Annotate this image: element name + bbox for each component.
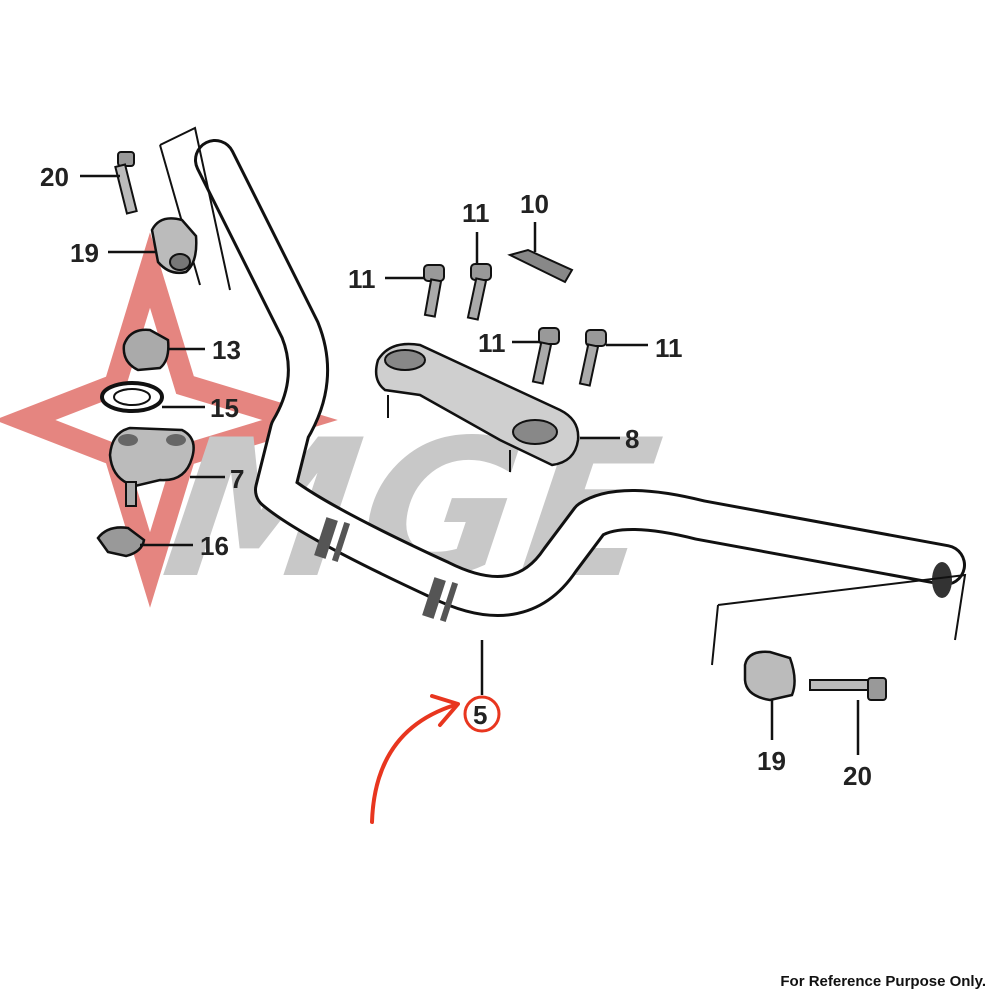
highlighted-part-marker: 5 bbox=[370, 694, 501, 824]
part-label-20-left: 20 bbox=[40, 162, 69, 192]
bolt-icon bbox=[423, 264, 445, 318]
cushion-icon bbox=[96, 526, 146, 558]
end-bolt-icon bbox=[114, 151, 138, 215]
lower-holder-icon bbox=[108, 426, 195, 507]
part-label-13: 13 bbox=[212, 335, 241, 365]
part-label-5: 5 bbox=[473, 700, 487, 730]
part-label-11-d: 11 bbox=[655, 333, 683, 363]
part-label-11-a: 11 bbox=[348, 264, 376, 294]
part-labels: 20 19 13 15 7 16 11 11 10 11 11 8 19 20 bbox=[40, 162, 872, 791]
bar-end-weight-icon bbox=[150, 217, 198, 275]
pipe-end-icon bbox=[932, 562, 952, 598]
watermark-star-icon bbox=[0, 232, 338, 608]
part-label-10: 10 bbox=[520, 189, 549, 219]
part-label-16: 16 bbox=[200, 531, 229, 561]
part-label-8: 8 bbox=[625, 424, 639, 454]
part-label-19-right: 19 bbox=[757, 746, 786, 776]
highlight-circle-icon bbox=[463, 695, 501, 733]
bolt-icon bbox=[466, 263, 492, 321]
handlebar-pipe bbox=[159, 126, 967, 666]
arrow-head-icon bbox=[430, 694, 460, 727]
part-label-19-left: 19 bbox=[70, 238, 99, 268]
highlight-arrow-icon bbox=[370, 703, 457, 824]
bolt-icon bbox=[578, 329, 607, 387]
right-parts bbox=[743, 650, 887, 702]
bar-end-weight-icon bbox=[743, 650, 796, 702]
part-label-7: 7 bbox=[230, 464, 244, 494]
part-label-20-right: 20 bbox=[843, 761, 872, 791]
part-label-15: 15 bbox=[210, 393, 239, 423]
washer-icon bbox=[100, 381, 164, 413]
holder-plate bbox=[507, 248, 574, 284]
left-parts bbox=[96, 151, 198, 558]
nut-icon bbox=[122, 328, 170, 372]
part-label-11-c: 11 bbox=[478, 328, 506, 358]
leader-lines bbox=[80, 174, 860, 755]
holder-bolts bbox=[423, 263, 607, 387]
bolt-icon bbox=[531, 327, 560, 385]
part-label-11-b: 11 bbox=[462, 198, 490, 228]
upper-holder bbox=[374, 342, 580, 472]
reference-note: For Reference Purpose Only. bbox=[780, 973, 986, 990]
end-bolt-icon bbox=[809, 677, 887, 701]
